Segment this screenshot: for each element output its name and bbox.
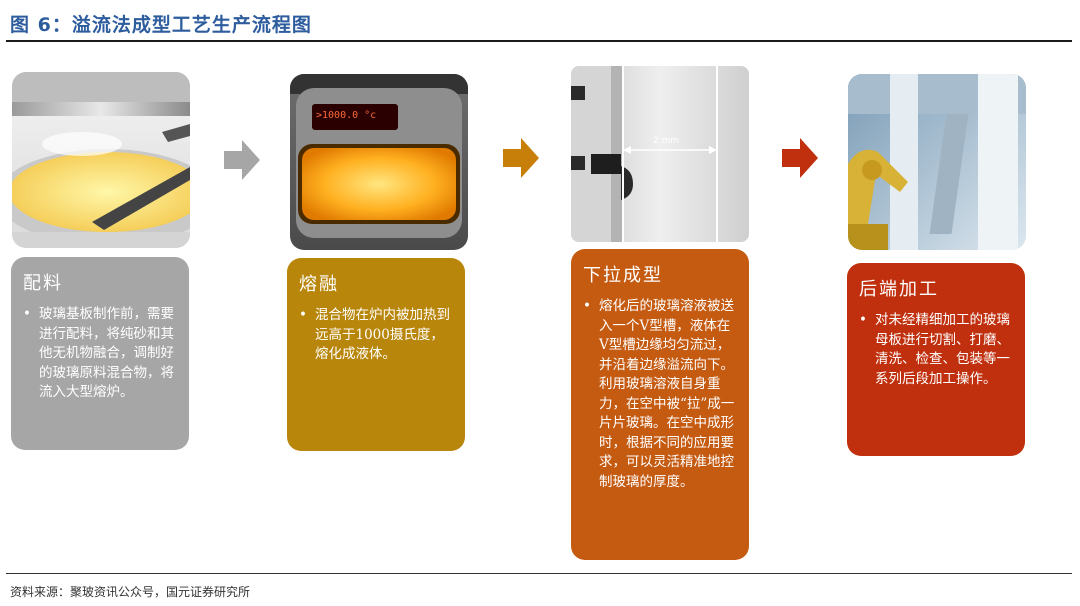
- bullet-icon: •: [299, 306, 307, 326]
- step-card-melting: 熔融 • 混合物在炉内被加热到远高于1000摄氏度，熔化成液体。: [287, 258, 465, 451]
- flow-arrow-2-icon: [503, 138, 539, 178]
- step-card-down-draw: 下拉成型 • 熔化后的玻璃溶液被送入一个V型槽，液体在V型槽边缘均匀流过，并沿着…: [571, 249, 749, 560]
- flow-arrow-3-icon: [782, 138, 818, 178]
- step-title: 下拉成型: [583, 261, 737, 287]
- step-title: 熔融: [299, 270, 453, 296]
- figure-title: 图 6：溢流法成型工艺生产流程图: [10, 10, 312, 37]
- step-card-batching: 配料 • 玻璃基板制作前，需要进行配料，将纯砂和其他无机物融合，调制好的玻璃原料…: [11, 257, 189, 450]
- source-note: 资料来源：聚玻资讯公众号，国元证券研究所: [10, 583, 250, 600]
- bullet-icon: •: [583, 297, 591, 317]
- step-description: 玻璃基板制作前，需要进行配料，将纯砂和其他无机物融合，调制好的玻璃原料混合物，将…: [39, 306, 174, 400]
- mixing-furnace-photo: [12, 72, 190, 248]
- melting-furnace-photo: >1000.0 °c: [290, 74, 468, 250]
- step-title: 后端加工: [859, 275, 1013, 301]
- step-description: 对未经精细加工的玻璃母板进行切割、打磨、清洗、检查、包装等一系列后段加工操作。: [875, 312, 1010, 387]
- step-card-post-processing: 后端加工 • 对未经精细加工的玻璃母板进行切割、打磨、清洗、检查、包装等一系列后…: [847, 263, 1025, 456]
- bottom-divider: [6, 573, 1072, 574]
- overflow-draw-photo: 2 mm: [571, 66, 749, 242]
- bullet-icon: •: [859, 311, 867, 331]
- robot-processing-photo: [848, 74, 1026, 250]
- bullet-icon: •: [23, 305, 31, 325]
- step-description: 熔化后的玻璃溶液被送入一个V型槽，液体在V型槽边缘均匀流过，并沿着边缘溢流向下。…: [599, 298, 734, 490]
- step-title: 配料: [23, 269, 177, 295]
- flow-arrow-1-icon: [224, 140, 260, 180]
- temperature-readout: >1000.0 °c: [316, 110, 376, 121]
- step-description: 混合物在炉内被加热到远高于1000摄氏度，熔化成液体。: [315, 307, 450, 362]
- thickness-label: 2 mm: [653, 136, 679, 146]
- top-divider: [6, 40, 1072, 42]
